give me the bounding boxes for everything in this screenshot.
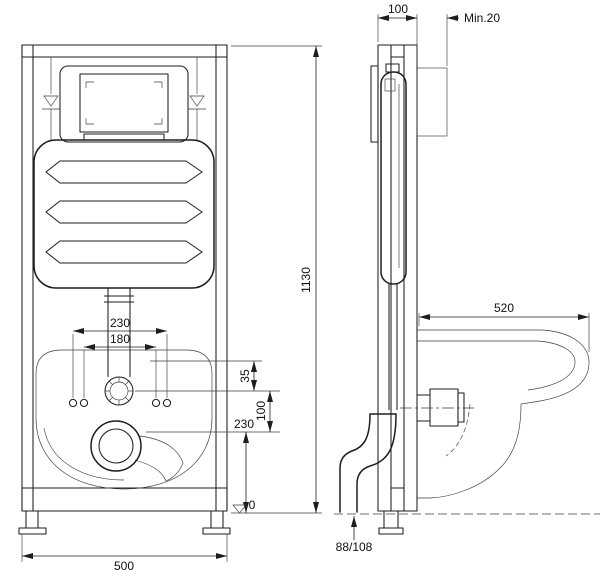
drain-elbow <box>339 413 397 513</box>
flush-plate-panel <box>59 65 189 143</box>
flush-plate-corner-ticks <box>85 81 163 125</box>
mounting-frame <box>18 44 231 535</box>
datum-zero: 0 <box>231 498 322 514</box>
dim-bolt-spacing: 230 180 <box>72 316 168 398</box>
side-view: 100 Min.20 520 88/108 <box>334 2 600 554</box>
dim-label-35: 35 <box>238 369 252 383</box>
front-view: 230 180 35 100 230 0 1130 <box>18 44 322 573</box>
dim-label-100: 100 <box>254 401 268 421</box>
outlet-sleeve <box>400 388 474 427</box>
dim-label-230-height: 230 <box>234 417 254 431</box>
side-cistern <box>380 63 407 285</box>
dim-label-min20: Min.20 <box>464 11 500 25</box>
bowl-outline-side <box>417 329 590 499</box>
hanger-rods <box>50 57 198 140</box>
dim-label-bolt-inner: 180 <box>110 332 130 346</box>
wall-section-hatch <box>416 67 448 137</box>
mounting-bolt-holes <box>68 398 172 408</box>
dim-min-wall: Min.20 <box>446 11 500 66</box>
side-flush-pipe <box>388 284 398 410</box>
cistern-wave-pattern <box>45 160 203 264</box>
cistern-body <box>33 139 215 289</box>
dim-frame-depth: 100 <box>377 2 418 66</box>
dim-overall-height: 1130 <box>231 45 322 513</box>
inlet-fitting <box>104 376 134 406</box>
dim-label-1130: 1130 <box>299 267 313 293</box>
dim-overall-width: 500 <box>21 534 228 573</box>
flush-plate-edge <box>370 65 379 143</box>
dim-label-depth-100: 100 <box>388 2 408 16</box>
dim-outlet-level: 88/108 <box>336 516 373 554</box>
dim-label-500: 500 <box>114 559 134 573</box>
dim-vertical-offsets: 35 100 230 <box>135 360 280 513</box>
dim-label-zero: 0 <box>249 498 256 512</box>
dim-label-bolt-outer: 230 <box>110 316 130 330</box>
dim-label-520: 520 <box>494 301 514 315</box>
dim-bowl-projection: 520 <box>418 301 590 352</box>
bowl-outline-front <box>35 349 213 490</box>
dim-label-88-108: 88/108 <box>336 540 373 554</box>
drain-outlet-front <box>90 420 184 482</box>
water-level-symbols <box>42 95 206 110</box>
